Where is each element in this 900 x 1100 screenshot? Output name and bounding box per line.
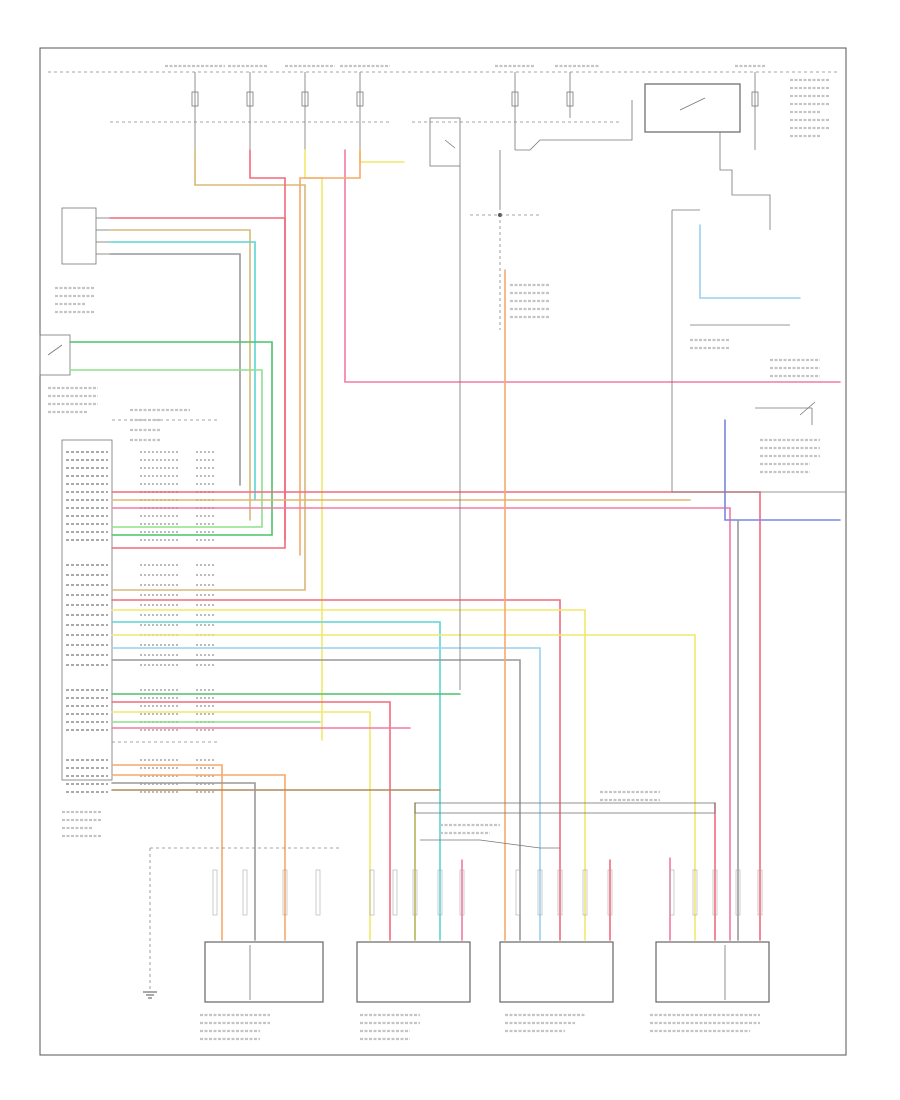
switch-icon [39,334,71,376]
wire-gray [111,782,256,941]
connector-pin-icon [515,869,521,916]
heater-switch [61,207,110,265]
relay-box [644,72,771,230]
connector-pin-icon [369,869,375,916]
connector-pin-icon [757,869,763,916]
wire-pink [111,507,731,941]
wire-orange [111,774,286,941]
label-marks [48,64,830,1041]
fuse-icon [356,91,364,107]
wire-red [111,491,761,941]
fuse-icon [566,91,574,107]
wire-gray [109,253,241,486]
center-actuator [429,117,461,690]
wire-yellow [111,634,696,941]
wire-cyan [109,241,256,501]
wire-lightblue [111,647,541,941]
diagram-border [39,47,847,1056]
connector-pin-icon [282,869,288,916]
connector-icon [61,207,97,265]
connector-pin-icon [412,869,418,916]
wire-green [69,341,273,536]
ground-icon [143,848,157,999]
module-pin-rows [66,451,214,793]
relay-icon [644,83,741,133]
wire-blue [724,419,841,521]
connector-pin-icon [607,869,613,916]
connector-pin-icon [735,869,741,916]
connector-pin-icon [242,869,248,916]
motor-icon [655,941,770,1003]
wire-harness [69,149,841,941]
wire-yellow [304,149,323,741]
fuse-icon [751,91,759,107]
wire-pink [344,149,841,383]
wire-orange [299,149,361,556]
wire-yellow [111,711,371,941]
fuse-group-left [191,72,364,150]
wire-red [111,701,391,941]
resistor-switch [39,334,71,376]
sensor-harness-frame [414,802,716,814]
wire-tan [111,149,306,591]
connector-pin-icon [459,869,465,916]
fuse-icon [301,91,309,107]
connector-pin-icon [392,869,398,916]
connector-pin-icon [692,869,698,916]
fuse-group-center [511,72,633,151]
connector-pin-icon [582,869,588,916]
connector-pin-icon [669,869,675,916]
connector-pin-icon [437,869,443,916]
wire-orange [111,764,223,941]
wire-lightgreen [69,369,263,528]
motor-icon [356,941,471,1003]
connector-pin-icon [537,869,543,916]
motor-icon [204,941,324,1003]
wire-red [111,149,286,549]
actuator-motors [204,941,770,1003]
wire-gray [111,659,521,941]
wire-red [111,599,561,941]
connector-pin-icon [557,869,563,916]
connector-pin-icon [315,869,321,916]
motor-icon [499,941,614,1003]
door-sensor-lead [420,839,560,849]
wire-yellow [359,149,405,163]
right-sensor-block [671,209,846,493]
connector-pin-icon [212,869,218,916]
fuse-icon [511,91,519,107]
wire-tan [109,229,251,521]
center-switch [470,150,540,330]
connector-pin-icon [712,869,718,916]
fuse-icon [191,91,199,107]
fuse-icon [246,91,254,107]
wire-lightblue [699,224,801,299]
wire-yellow [111,609,586,941]
wire-red [109,217,286,541]
